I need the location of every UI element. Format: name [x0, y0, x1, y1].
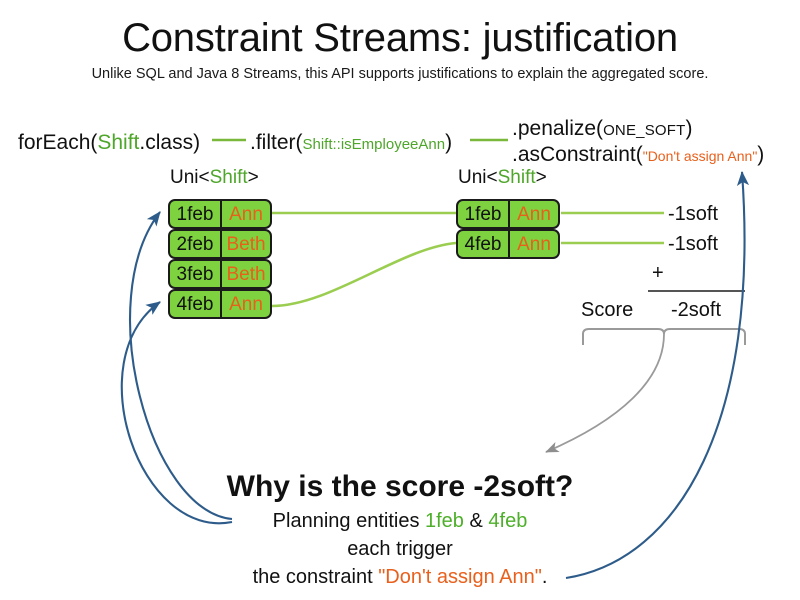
tuple-employee: Beth: [226, 263, 266, 285]
score-to-explanation-arrow: [545, 333, 665, 453]
right-caption-prefix: Uni<: [458, 167, 498, 188]
code-filter: .filter(Shift::isEmployeeAnn): [250, 131, 452, 155]
page-subtitle: Unlike SQL and Java 8 Streams, this API …: [91, 66, 709, 82]
tuple-employee: Ann: [229, 203, 263, 225]
tuple-employee: Ann: [517, 233, 551, 255]
sum-rule-divider: [648, 290, 745, 292]
explanation-line-2: each trigger: [347, 538, 453, 560]
tuple-date: 1feb: [458, 201, 510, 227]
tuple-date: 3feb: [170, 261, 222, 287]
impact-value: -1soft: [668, 203, 719, 225]
tuple-date: 1feb: [170, 201, 222, 227]
score-label: Score: [581, 299, 634, 321]
left-tuple-row: 3feb Beth: [168, 259, 272, 289]
code-as-constraint-arg: "Don't assign Ann": [642, 148, 758, 164]
tuple-employee: Ann: [229, 293, 263, 315]
left-tuple-row: 2feb Beth: [168, 229, 272, 259]
code-penalize-suffix: ): [685, 117, 693, 140]
explanation-line3-before: the constraint: [252, 566, 379, 588]
left-caption-type: Shift: [209, 167, 248, 188]
left-caption-suffix: >: [247, 167, 259, 188]
code-foreach-type: Shift: [97, 131, 140, 154]
tuple-wire-4feb: [271, 241, 457, 308]
sum-operator: +: [652, 262, 664, 284]
left-stream-caption: Uni<Shift>: [170, 167, 259, 189]
tuple-employee: Ann: [517, 203, 551, 225]
tuple-employee: Beth: [226, 233, 266, 255]
right-caption-type: Shift: [497, 167, 536, 188]
explanation-constraint-name: "Don't assign Ann": [378, 566, 542, 588]
explanation-entity-b: 4feb: [488, 510, 528, 532]
score-brace: [582, 328, 746, 345]
code-penalize-arg: ONE_SOFT: [603, 122, 686, 139]
tuple-date: 4feb: [170, 291, 222, 317]
tuple-date: 4feb: [458, 231, 510, 257]
code-foreach-prefix: forEach(: [18, 131, 98, 154]
score-total-value: -2soft: [671, 299, 722, 321]
code-filter-prefix: .filter(: [250, 131, 303, 154]
code-penalize: .penalize(ONE_SOFT): [512, 117, 693, 141]
right-stream-caption: Uni<Shift>: [458, 167, 547, 189]
explanation-line-1: Planning entities 1feb & 4feb: [0, 510, 800, 533]
left-caption-prefix: Uni<: [170, 167, 210, 188]
code-foreach: forEach(Shift.class): [18, 131, 200, 155]
code-filter-suffix: ): [445, 131, 453, 154]
code-as-constraint: .asConstraint("Don't assign Ann"): [512, 143, 764, 167]
code-as-constraint-suffix: ): [757, 143, 765, 166]
impact-value: -1soft: [668, 233, 719, 255]
code-foreach-suffix: .class): [139, 131, 201, 154]
right-tuple-row: 4feb Ann: [456, 229, 560, 259]
explanation-line1-before: Planning entities: [272, 510, 425, 532]
code-filter-arg: Shift::isEmployeeAnn: [302, 136, 446, 153]
right-tuple-row: 1feb Ann: [456, 199, 560, 229]
explanation-heading: Why is the score -2soft?: [226, 470, 574, 503]
code-as-constraint-prefix: .asConstraint(: [512, 143, 643, 166]
page-title: Constraint Streams: justification: [122, 16, 678, 60]
left-tuple-row: 4feb Ann: [168, 289, 272, 319]
explanation-entity-a: 1feb: [425, 510, 464, 532]
explanation-line-3: the constraint "Don't assign Ann".: [0, 566, 800, 589]
tuple-date: 2feb: [170, 231, 222, 257]
right-caption-suffix: >: [535, 167, 547, 188]
code-penalize-prefix: .penalize(: [512, 117, 604, 140]
explanation-line1-amp: &: [463, 510, 489, 532]
explanation-line3-after: .: [541, 566, 548, 588]
left-tuple-row: 1feb Ann: [168, 199, 272, 229]
